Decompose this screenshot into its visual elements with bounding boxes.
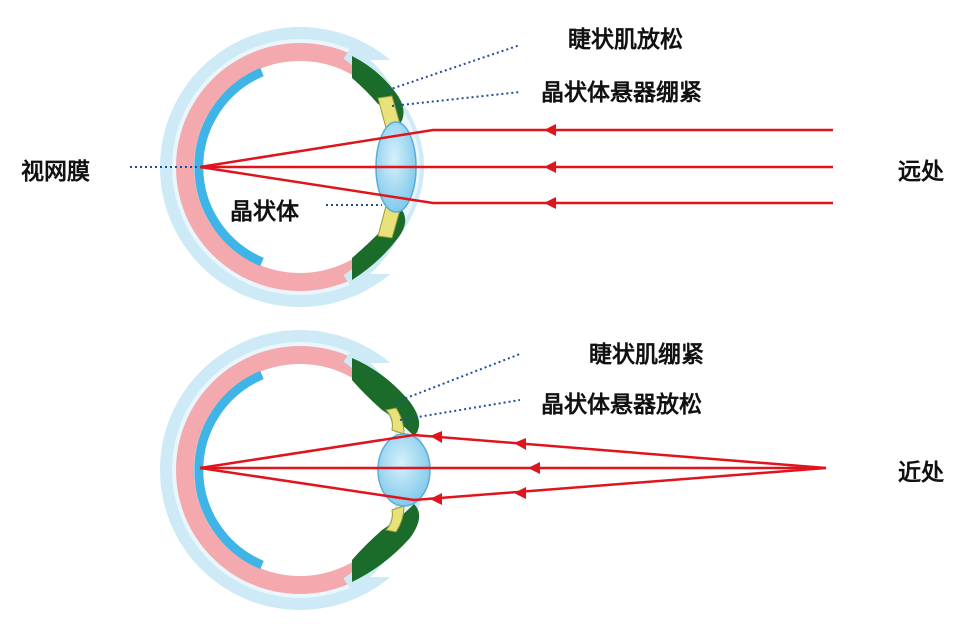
label-retina: 视网膜 [21,159,90,185]
eye-near [160,330,440,610]
ray-near-top [199,433,827,470]
lens-near [377,433,431,507]
label-ciliary-relaxed: 睫状肌放松 [568,27,683,53]
leaders-far [130,44,521,206]
label-ciliary-tight: 睫状肌绷紧 [589,342,704,368]
ciliary-muscle-near-top [352,358,420,436]
ray-arrows-near [430,431,540,505]
ray-arrows-far [544,124,556,209]
label-zonule-relaxed: 晶状体悬器放松 [541,392,702,418]
ray-far-bottom [199,165,833,205]
rays-near [199,433,827,502]
label-near: 近处 [898,460,944,486]
ray-far-top [199,128,833,169]
retina-arc-near [194,370,264,570]
label-zonule-tight: 晶状体悬器绷紧 [541,80,702,106]
ray-near-bottom [199,466,827,502]
leaders-near [395,353,521,421]
rays-far [199,128,833,205]
label-lens: 晶状体 [230,199,299,225]
retina-arc [194,67,264,267]
ciliary-muscle-near-bottom [352,504,420,582]
label-far: 远处 [898,159,944,185]
